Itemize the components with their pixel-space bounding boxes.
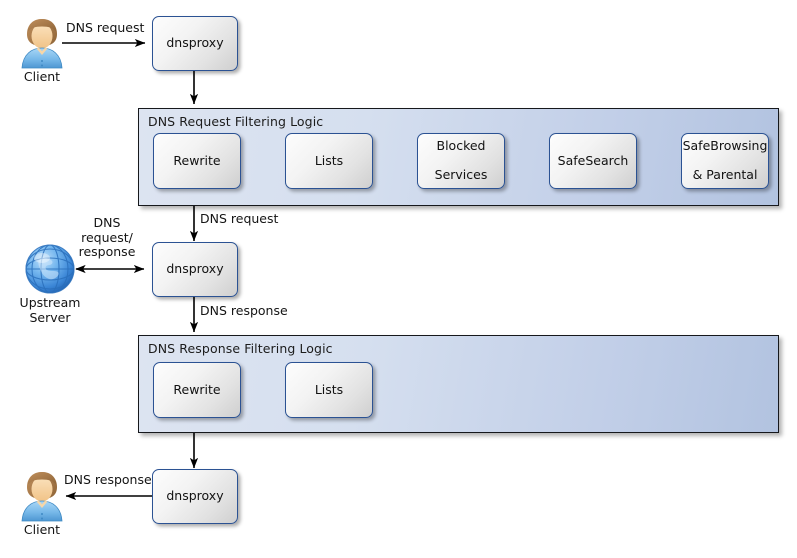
edge-label-dns-response-bottom: DNS response bbox=[64, 472, 152, 487]
node-blocked-services-line1: Blocked bbox=[436, 138, 486, 154]
edge-label-dns-request-top: DNS request bbox=[66, 20, 145, 35]
node-safebrowsing-parental-label: SafeBrowsing & Parental bbox=[679, 139, 772, 183]
node-dnsproxy-bottom[interactable]: dnsproxy bbox=[152, 469, 238, 524]
edge-label-dns-request-middle: DNS request bbox=[200, 211, 279, 226]
node-dnsproxy-middle-label: dnsproxy bbox=[166, 261, 224, 277]
node-safebrowsing-line2: & Parental bbox=[692, 167, 758, 183]
node-rewrite-request-label: Rewrite bbox=[173, 152, 221, 168]
node-lists-response-label: Lists bbox=[314, 381, 344, 397]
upstream-caption-line2: Server bbox=[29, 309, 71, 325]
region-request-title: DNS Request Filtering Logic bbox=[148, 114, 324, 129]
edge-label-line3: response bbox=[78, 244, 136, 259]
node-dnsproxy-middle[interactable]: dnsproxy bbox=[152, 242, 238, 297]
node-dnsproxy-bottom-label: dnsproxy bbox=[166, 488, 224, 504]
node-lists-request-label: Lists bbox=[314, 152, 344, 168]
client-top-caption: Client bbox=[23, 69, 61, 84]
node-lists-request[interactable]: Lists bbox=[285, 133, 373, 189]
node-blocked-services-line2: Services bbox=[434, 167, 488, 183]
edge-label-dns-response-middle: DNS response bbox=[200, 303, 288, 318]
user-icon bbox=[21, 472, 63, 522]
node-dnsproxy-top[interactable]: dnsproxy bbox=[152, 16, 238, 71]
node-blocked-services-label: Blocked Services bbox=[431, 139, 492, 183]
node-blocked-services[interactable]: Blocked Services bbox=[417, 133, 505, 189]
node-dnsproxy-top-label: dnsproxy bbox=[166, 35, 224, 51]
upstream-server-caption: Upstream Server bbox=[4, 295, 96, 325]
node-rewrite-response[interactable]: Rewrite bbox=[153, 362, 241, 418]
node-rewrite-request[interactable]: Rewrite bbox=[153, 133, 241, 189]
upstream-caption-line1: Upstream bbox=[19, 295, 81, 310]
node-safesearch-label: SafeSearch bbox=[557, 152, 629, 168]
user-icon bbox=[21, 19, 63, 69]
client-bottom-caption: Client bbox=[23, 522, 61, 537]
edge-label-line2: request/ bbox=[81, 229, 133, 245]
node-safebrowsing-parental[interactable]: SafeBrowsing & Parental bbox=[681, 133, 769, 189]
region-dns-response-filtering: DNS Response Filtering Logic bbox=[138, 335, 779, 433]
node-rewrite-response-label: Rewrite bbox=[173, 381, 221, 397]
region-response-title: DNS Response Filtering Logic bbox=[148, 341, 333, 356]
node-safesearch[interactable]: SafeSearch bbox=[549, 133, 637, 189]
edge-label-line1: DNS bbox=[93, 215, 121, 230]
node-lists-response[interactable]: Lists bbox=[285, 362, 373, 418]
edge-label-dns-request-response: DNS request/ response bbox=[64, 215, 150, 260]
node-safebrowsing-line1: SafeBrowsing bbox=[682, 138, 768, 154]
